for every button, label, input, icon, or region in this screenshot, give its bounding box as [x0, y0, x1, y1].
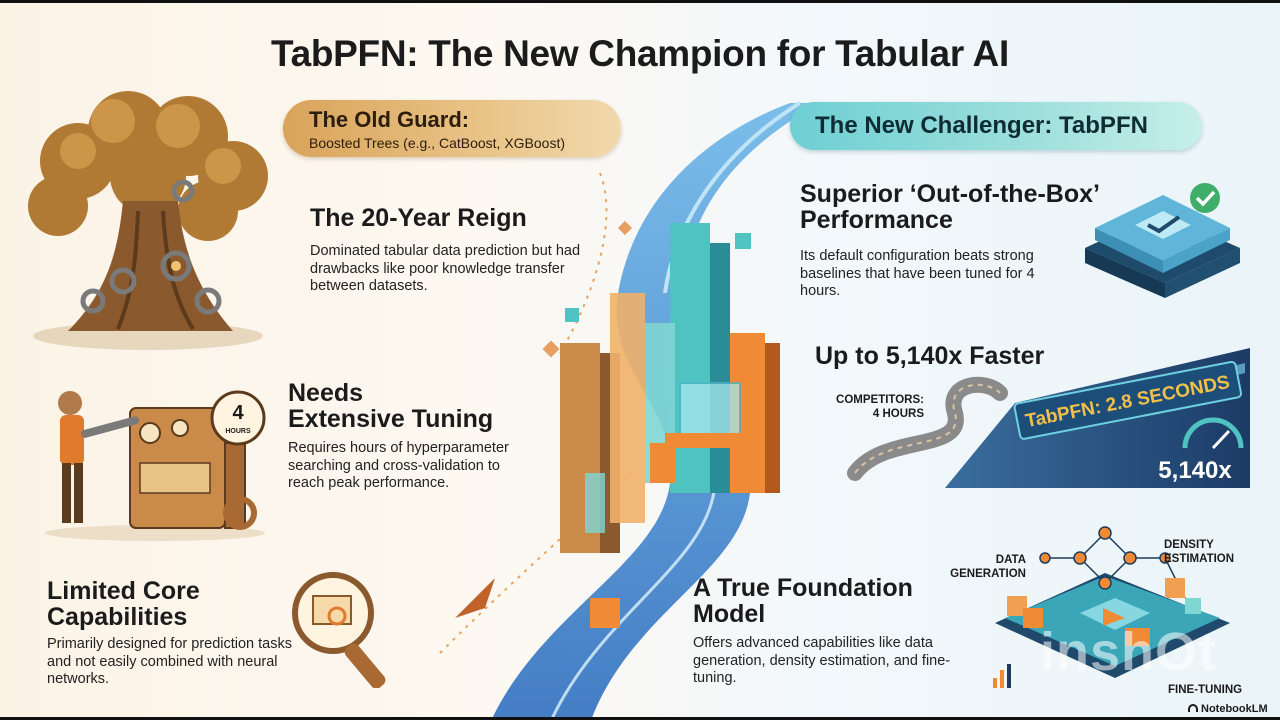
old-point-1-text: Dominated tabular data prediction but ha… [310, 243, 581, 295]
tree-icon [28, 91, 268, 350]
magnifier-icon [292, 572, 386, 688]
fine-tuning-label: FINE-TUNING [1168, 684, 1243, 696]
clock-number: 4 [232, 402, 244, 424]
river-illustration [439, 101, 820, 717]
new-point-1-title: Superior ‘Out-of-the-Box’ Performance [800, 181, 1100, 234]
old-guard-subheading: Boosted Trees (e.g., CatBoost, XGBoost) [309, 135, 566, 151]
clock-label: HOURS [225, 428, 251, 435]
old-point-3-title-line-1: Limited Core [47, 577, 200, 605]
density-estimation-label: DENSITY ESTIMATION [1164, 539, 1234, 567]
page-title: TabPFN: The New Champion for Tabular AI [271, 33, 1009, 74]
old-guard-heading: The Old Guard: [309, 107, 470, 132]
old-point-3-text: Primarily designed for prediction tasks … [47, 636, 292, 688]
notebooklm-icon [1188, 704, 1198, 712]
old-point-2-title: Needs Extensive Tuning [288, 380, 493, 433]
engineer-tuning-icon: 4 HOURS [45, 390, 266, 541]
new-challenger-banner: The New Challenger: TabPFN [790, 102, 1202, 150]
server-checkmark-icon [1085, 183, 1240, 298]
new-point-1-text: Its default configuration beats strong b… [800, 248, 1035, 300]
watermark: inshOt [1040, 622, 1217, 682]
new-challenger-heading: The New Challenger: TabPFN [815, 112, 1148, 139]
data-generation-label-line-2: GENERATION [950, 567, 1026, 580]
data-generation-label-line-1: DATA [995, 554, 1026, 566]
old-point-1-title: The 20-Year Reign [310, 204, 527, 232]
old-guard-banner: The Old Guard: Boosted Trees (e.g., CatB… [283, 100, 621, 157]
new-point-3-title-line-1: A True Foundation [693, 574, 913, 602]
data-generation-label: DATA GENERATION [949, 554, 1026, 582]
data-towers [560, 223, 780, 553]
brand-label: NotebookLM [1188, 703, 1268, 715]
competitors-label: COMPETITORS: 4 HOURS [828, 394, 924, 422]
new-point-3-title: A True Foundation Model [693, 575, 913, 628]
new-point-3-title-line-2: Model [693, 600, 766, 629]
foundation-model-network-icon [993, 526, 1230, 688]
new-point-1-title-line-1: Superior ‘Out-of-the-Box’ [800, 180, 1100, 208]
competitors-label-line-1: COMPETITORS: [836, 394, 924, 406]
competitors-label-line-2: 4 HOURS [872, 407, 924, 420]
speedup-value: 5,140x [1158, 457, 1232, 484]
new-point-1-title-line-2: Performance [800, 206, 953, 235]
density-estimation-label-line-1: DENSITY [1164, 539, 1214, 551]
brand-name: NotebookLM [1201, 703, 1268, 715]
new-point-3-text: Offers advanced capabilities like data g… [693, 635, 951, 687]
old-point-2-title-line-2: Extensive Tuning [288, 405, 494, 434]
old-point-3-title-line-2: Capabilities [47, 603, 188, 632]
old-point-2-text: Requires hours of hyperparameter searchi… [288, 440, 509, 492]
old-point-2-title-line-1: Needs [288, 379, 364, 407]
old-point-3-title: Limited Core Capabilities [47, 578, 200, 631]
speed-road-illustration: TabPFN: 2.8 SECONDS 5,140x [847, 348, 1250, 488]
new-point-2-title: Up to 5,140x Faster [815, 342, 1045, 370]
density-estimation-label-line-2: ESTIMATION [1164, 552, 1235, 565]
